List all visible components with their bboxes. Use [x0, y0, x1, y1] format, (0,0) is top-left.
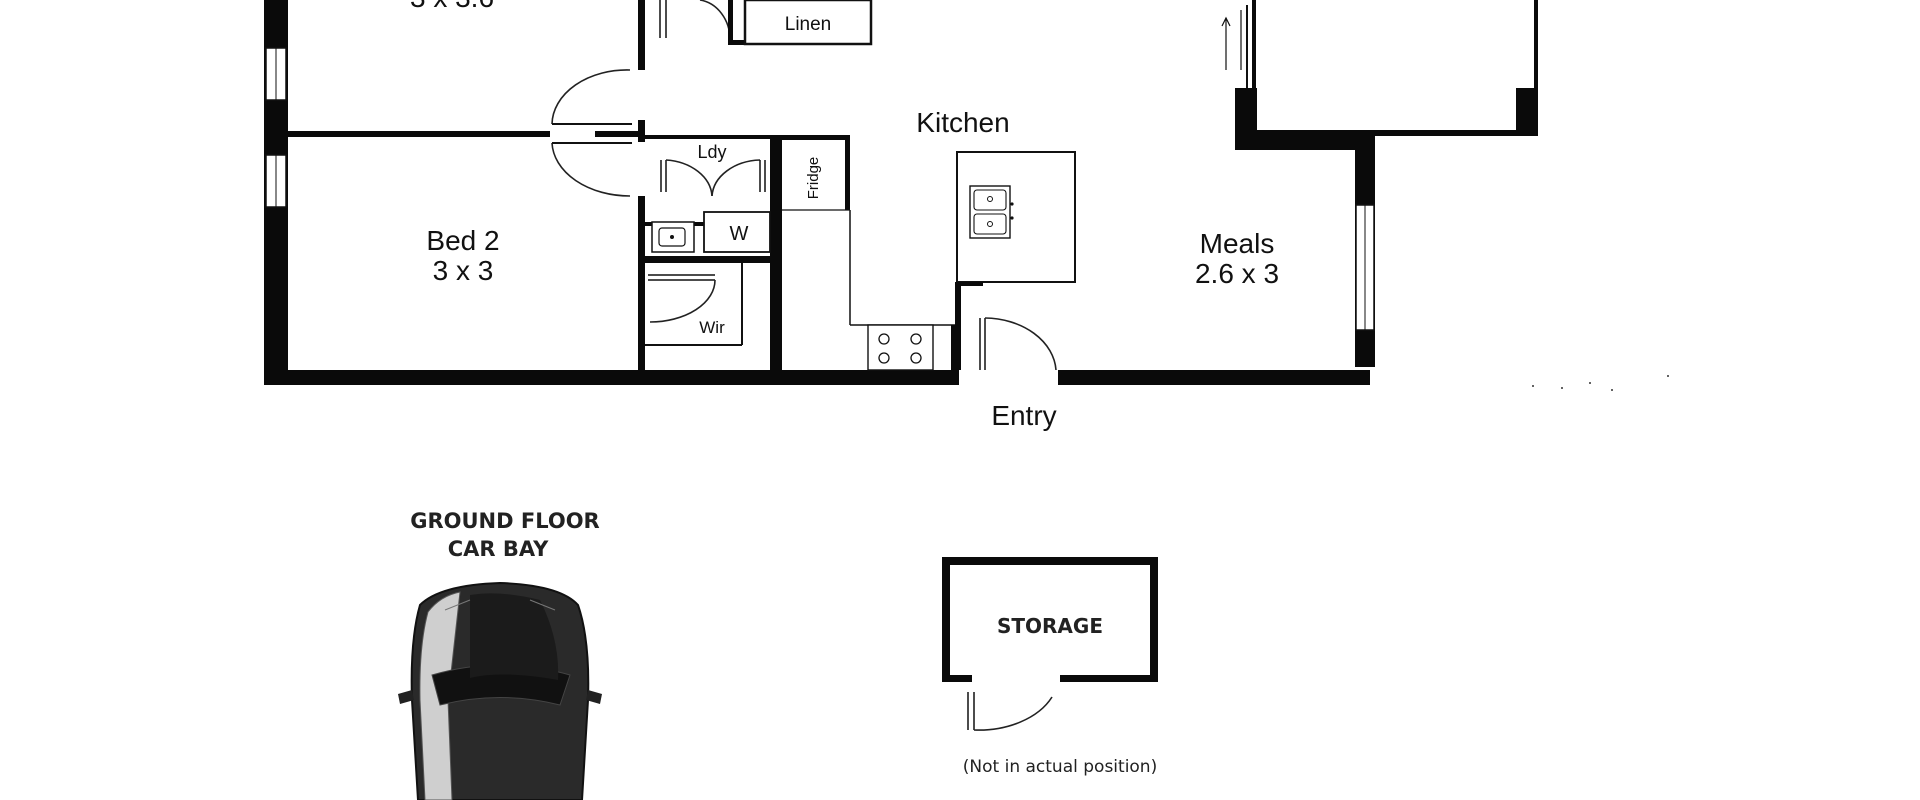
left-windows: [265, 47, 287, 208]
bed2-dimensions: 3 x 3: [433, 255, 494, 286]
scan-specks: [1532, 375, 1669, 391]
storage-label: STORAGE: [997, 614, 1103, 638]
outer-walls: [264, 0, 1538, 385]
kitchen-fixtures: [777, 135, 1076, 371]
car-bay-title-line2: CAR BAY: [448, 537, 549, 561]
bed2-name: Bed 2: [426, 225, 499, 256]
kitchen-label: Kitchen: [916, 107, 1009, 138]
bedroom-divider-wall: [288, 131, 643, 137]
laundry-label: Ldy: [697, 142, 726, 162]
car-bay-title-line1: GROUND FLOOR: [410, 509, 599, 533]
meals-name: Meals: [1200, 228, 1275, 259]
storage-position-note: (Not in actual position): [963, 757, 1157, 777]
entry-label: Entry: [991, 400, 1056, 431]
storage-room: [942, 557, 1158, 731]
hallway-walls: [638, 0, 777, 370]
linen-label: Linen: [785, 14, 832, 35]
bedroom-doors: [551, 69, 632, 197]
meals-dimensions: 2.6 x 3: [1195, 258, 1279, 289]
entry-door: [955, 282, 1057, 371]
laundry-fixtures: [651, 211, 771, 253]
meals-window: [1355, 204, 1375, 331]
washer-label: W: [730, 223, 749, 245]
fridge-label: Fridge: [805, 157, 822, 200]
wir-label: Wir: [699, 318, 725, 337]
car-icon: [398, 581, 602, 800]
linen-cupboard: [743, 0, 873, 46]
wir-door: [645, 263, 743, 346]
sliding-door: [1221, 5, 1248, 88]
bed1-dimensions: 3 x 3.6: [410, 0, 494, 13]
laundry-doors: [660, 159, 766, 197]
